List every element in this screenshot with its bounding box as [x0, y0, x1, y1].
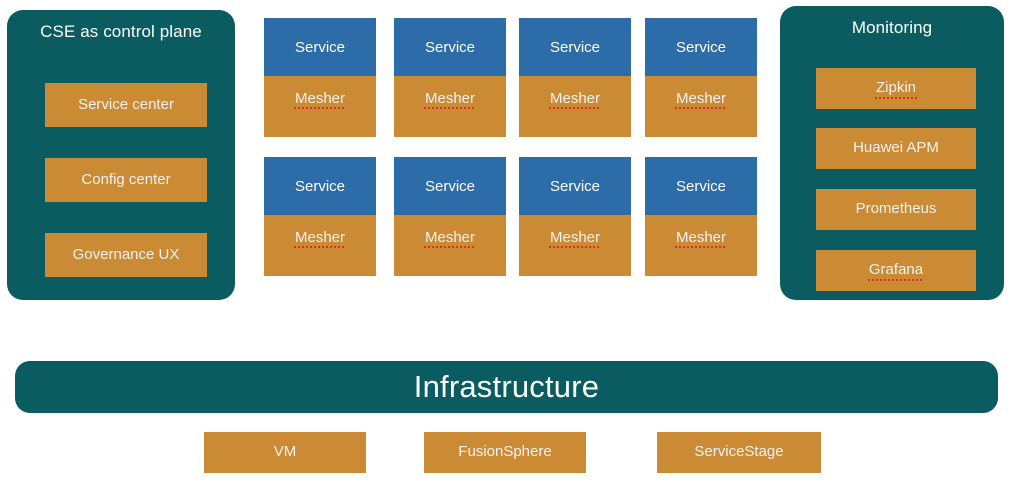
- infrastructure-bar: Infrastructure: [15, 361, 998, 413]
- chip-servicestage[interactable]: ServiceStage: [657, 432, 821, 473]
- chip-fusionsphere[interactable]: FusionSphere: [424, 432, 586, 473]
- infrastructure-title: Infrastructure: [413, 369, 600, 404]
- chip-grafana-label: Grafana: [867, 261, 925, 281]
- service-mesher-card[interactable]: Service Mesher: [645, 18, 757, 137]
- mesher-block[interactable]: Mesher: [264, 215, 376, 276]
- mesher-label: Mesher: [293, 229, 347, 248]
- chip-config-center[interactable]: Config center: [45, 158, 207, 202]
- service-mesher-card[interactable]: Service Mesher: [519, 18, 631, 137]
- mesher-block[interactable]: Mesher: [264, 76, 376, 137]
- service-mesher-card[interactable]: Service Mesher: [264, 18, 376, 137]
- chip-huawei-apm[interactable]: Huawei APM: [816, 128, 976, 169]
- mesher-label: Mesher: [548, 90, 602, 109]
- control-plane-title: CSE as control plane: [40, 22, 202, 41]
- chip-prometheus-label: Prometheus: [855, 200, 937, 218]
- chip-servicestage-label: ServiceStage: [694, 443, 784, 461]
- chip-governance-ux-label: Governance UX: [72, 245, 180, 263]
- service-mesher-card[interactable]: Service Mesher: [645, 157, 757, 276]
- service-mesher-card[interactable]: Service Mesher: [394, 18, 506, 137]
- service-label: Service: [294, 177, 346, 195]
- monitoring-panel: Monitoring Zipkin Huawei APM Prometheus …: [780, 6, 1004, 300]
- monitoring-title: Monitoring: [851, 18, 933, 37]
- chip-huawei-apm-label: Huawei APM: [853, 139, 939, 157]
- service-block[interactable]: Service: [645, 157, 757, 215]
- mesher-block[interactable]: Mesher: [394, 215, 506, 276]
- service-mesher-card[interactable]: Service Mesher: [264, 157, 376, 276]
- chip-grafana[interactable]: Grafana: [816, 250, 976, 291]
- mesher-block[interactable]: Mesher: [394, 76, 506, 137]
- service-label: Service: [675, 38, 727, 56]
- chip-prometheus[interactable]: Prometheus: [816, 189, 976, 230]
- service-label: Service: [424, 177, 476, 195]
- mesher-label: Mesher: [674, 90, 728, 109]
- mesher-label: Mesher: [548, 229, 602, 248]
- service-label: Service: [675, 177, 727, 195]
- chip-zipkin-label: Zipkin: [874, 79, 918, 99]
- control-plane-panel: CSE as control plane Service center Conf…: [7, 10, 235, 300]
- service-block[interactable]: Service: [264, 157, 376, 215]
- service-block[interactable]: Service: [519, 18, 631, 76]
- service-block[interactable]: Service: [394, 157, 506, 215]
- service-label: Service: [549, 38, 601, 56]
- mesher-block[interactable]: Mesher: [519, 215, 631, 276]
- chip-governance-ux[interactable]: Governance UX: [45, 233, 207, 277]
- chip-zipkin[interactable]: Zipkin: [816, 68, 976, 109]
- service-mesher-card[interactable]: Service Mesher: [519, 157, 631, 276]
- chip-vm-label: VM: [273, 443, 297, 461]
- mesher-block[interactable]: Mesher: [645, 215, 757, 276]
- mesher-label: Mesher: [674, 229, 728, 248]
- chip-service-center[interactable]: Service center: [45, 83, 207, 127]
- mesher-label: Mesher: [293, 90, 347, 109]
- service-block[interactable]: Service: [264, 18, 376, 76]
- chip-service-center-label: Service center: [78, 95, 174, 113]
- chip-vm[interactable]: VM: [204, 432, 366, 473]
- service-block[interactable]: Service: [645, 18, 757, 76]
- service-label: Service: [549, 177, 601, 195]
- service-label: Service: [294, 38, 346, 56]
- service-block[interactable]: Service: [394, 18, 506, 76]
- service-mesher-card[interactable]: Service Mesher: [394, 157, 506, 276]
- service-block[interactable]: Service: [519, 157, 631, 215]
- chip-config-center-label: Config center: [81, 170, 171, 188]
- mesher-block[interactable]: Mesher: [645, 76, 757, 137]
- mesher-block[interactable]: Mesher: [519, 76, 631, 137]
- service-label: Service: [424, 38, 476, 56]
- mesher-label: Mesher: [423, 229, 477, 248]
- chip-fusionsphere-label: FusionSphere: [458, 443, 552, 461]
- mesher-label: Mesher: [423, 90, 477, 109]
